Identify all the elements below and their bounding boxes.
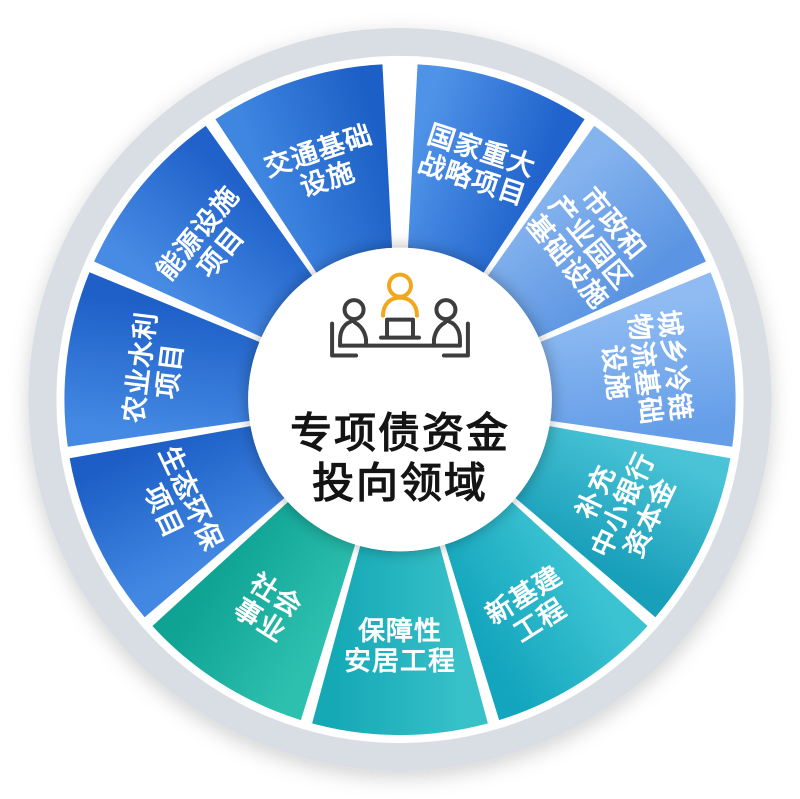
segment-label-6: 保障性安居工程	[344, 615, 456, 676]
segments-group	[64, 64, 736, 736]
segment-wedge-2	[487, 125, 706, 338]
person-right-icon	[431, 298, 470, 358]
segment-wedge-10	[94, 125, 313, 338]
segment-wedge-7	[152, 501, 356, 721]
segment-wedge-4	[515, 426, 731, 618]
segment-wedge-6	[312, 546, 488, 736]
center-title-line2: 投向领域	[312, 459, 488, 506]
segment-wedge-11	[215, 64, 393, 273]
segment-wedge-8	[69, 426, 285, 618]
segment-wedge-3	[540, 272, 736, 447]
meeting-icon	[330, 272, 470, 358]
center-title-line1: 专项债资金	[290, 409, 510, 456]
table-and-people	[330, 298, 470, 358]
laptop-icon	[379, 317, 421, 340]
person-center-icon	[381, 272, 419, 318]
segment-wedge-1	[407, 64, 585, 273]
center-circle	[248, 247, 552, 552]
segment-wedge-5	[444, 501, 648, 721]
person-left-icon	[330, 298, 369, 358]
segment-wedge-9	[64, 272, 260, 447]
